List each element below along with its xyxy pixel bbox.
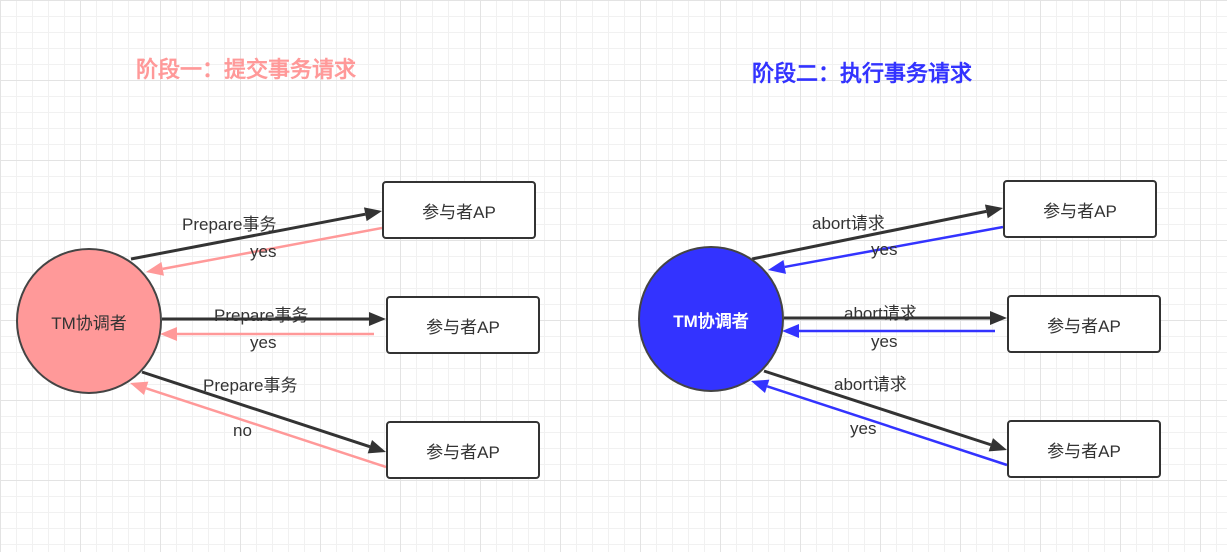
phase1-title: 阶段一：提交事务请求 <box>136 57 357 82</box>
phase2-participant-3[interactable]: 参与者AP <box>1007 420 1161 478</box>
phase2-request-arrow-3 <box>763 369 1007 452</box>
participant-label: 参与者AP <box>1047 441 1121 461</box>
phase2-participant-2[interactable]: 参与者AP <box>1007 295 1161 353</box>
phase2-request-arrow-1 <box>751 204 1003 261</box>
phase1-request-label-2: Prepare事务 <box>214 306 309 325</box>
phase2-reply-label-2: yes <box>871 332 898 351</box>
phase1-reply-arrow-3 <box>130 381 387 469</box>
participant-label: 参与者AP <box>426 317 500 337</box>
phase2-request-label-1: abort请求 <box>812 214 885 233</box>
phase1-request-label-1: Prepare事务 <box>182 215 277 234</box>
phase1-reply-arrow-2 <box>160 327 374 341</box>
phase1-participant-3[interactable]: 参与者AP <box>386 421 540 479</box>
phase2-reply-arrow-3 <box>751 379 1008 467</box>
phase1-reply-label-1: yes <box>250 242 277 261</box>
phase1-reply-label-3: no <box>233 421 252 440</box>
phase2-reply-label-1: yes <box>871 240 898 259</box>
phase2-coordinator-label: TM协调者 <box>673 311 749 331</box>
phase1-request-label-3: Prepare事务 <box>203 376 298 395</box>
phase1-request-arrow-2 <box>162 312 386 326</box>
phase1-coordinator-node[interactable]: TM协调者 <box>16 248 162 394</box>
phase2-title: 阶段二：执行事务请求 <box>752 61 973 86</box>
participant-label: 参与者AP <box>1047 316 1121 336</box>
phase1-reply-label-2: yes <box>250 333 277 352</box>
phase1-request-arrow-1 <box>130 207 382 261</box>
phase2-request-label-2: abort请求 <box>844 304 917 323</box>
participant-label: 参与者AP <box>422 202 496 222</box>
phase2-reply-arrow-2 <box>782 324 995 338</box>
phase2-request-label-3: abort请求 <box>834 375 907 394</box>
phase2-participant-1[interactable]: 参与者AP <box>1003 180 1157 238</box>
phase2-coordinator-node[interactable]: TM协调者 <box>638 246 784 392</box>
phase1-reply-arrow-1 <box>146 226 383 276</box>
participant-label: 参与者AP <box>1043 201 1117 221</box>
phase2-request-arrow-2 <box>784 311 1007 325</box>
participant-label: 参与者AP <box>426 442 500 462</box>
phase2-reply-label-3: yes <box>850 419 877 438</box>
phase1-request-arrow-3 <box>141 370 386 454</box>
phase1-participant-1[interactable]: 参与者AP <box>382 181 536 239</box>
phase1-participant-2[interactable]: 参与者AP <box>386 296 540 354</box>
phase1-coordinator-label: TM协调者 <box>51 313 127 333</box>
phase2-reply-arrow-1 <box>768 225 1004 274</box>
